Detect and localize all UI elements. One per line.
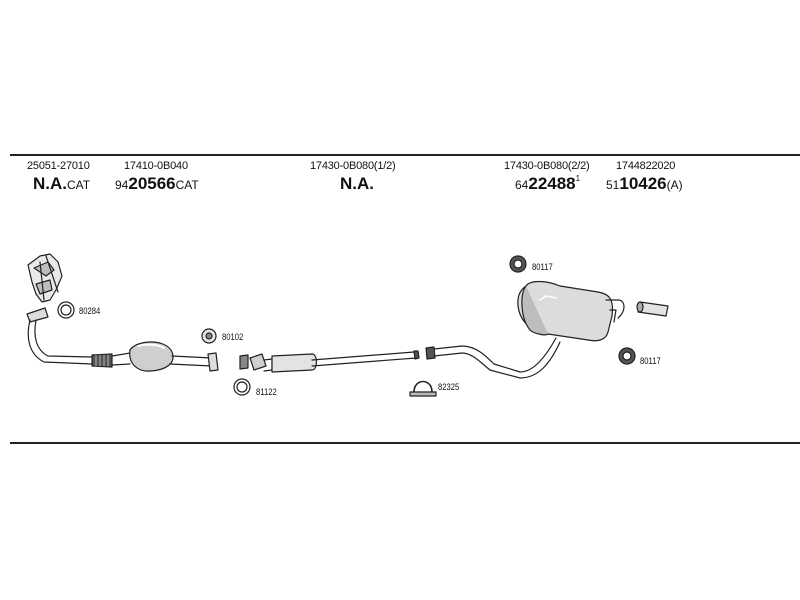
label-80102: 80102: [222, 332, 244, 342]
rubber-hanger-bottom-80117: [618, 347, 636, 365]
rear-pipe: [425, 337, 561, 379]
tailpipe-tip: [636, 301, 669, 317]
rubber-hanger-top-80117: [509, 255, 527, 273]
small-clamp: [239, 354, 249, 370]
col3-ref-main: N.A.: [340, 174, 374, 193]
top-divider: [10, 154, 800, 156]
col5-ref-prefix: 51: [606, 178, 620, 192]
col4-part-number: 17430-0B080(2/2): [504, 160, 590, 172]
label-80117-bottom: 80117: [640, 356, 661, 366]
pipe-clamp-82325: [409, 380, 437, 397]
col3-ref-code: N.A.: [340, 174, 374, 194]
col1-ref-code: N.A.CAT: [33, 174, 90, 194]
label-80117-top: 80117: [532, 262, 553, 272]
col2-ref-prefix: 94: [115, 178, 129, 192]
rear-silencer: [517, 280, 625, 342]
col2-part-number: 17410-0B040: [124, 160, 188, 172]
col4-ref-main: 22488: [528, 174, 576, 193]
bottom-divider: [10, 442, 800, 444]
exhaust-manifold: [27, 253, 63, 303]
col4-ref-sup: 1: [575, 174, 581, 183]
col3-part-number: 17430-0B080(1/2): [310, 160, 396, 172]
col4-ref-prefix: 64: [515, 178, 529, 192]
label-80284: 80284: [79, 306, 101, 316]
label-82325: 82325: [438, 382, 460, 392]
col4-ref-code: 64224881: [515, 174, 580, 194]
col2-ref-code: 9420566CAT: [115, 174, 199, 194]
center-silencer: [249, 350, 420, 373]
col5-ref-main: 10426: [619, 174, 667, 193]
label-81122: 81122: [256, 387, 277, 397]
gasket-ring-80284: [57, 301, 75, 319]
col1-ref-main: N.A.: [33, 174, 67, 193]
front-pipe-flange: [26, 307, 49, 323]
col2-ref-main: 20566: [128, 174, 176, 193]
col1-ref-suffix: CAT: [67, 178, 91, 192]
front-pipe-catalytic-converter: [27, 319, 219, 372]
col5-ref-code: 5110426(A): [606, 174, 683, 194]
col2-ref-suffix: CAT: [175, 178, 199, 192]
sealing-ring-81122: [233, 378, 251, 396]
col5-part-number: 1744822020: [616, 160, 676, 172]
col5-ref-suffix: (A): [666, 178, 683, 192]
col1-part-number: 25051-27010: [27, 160, 90, 172]
